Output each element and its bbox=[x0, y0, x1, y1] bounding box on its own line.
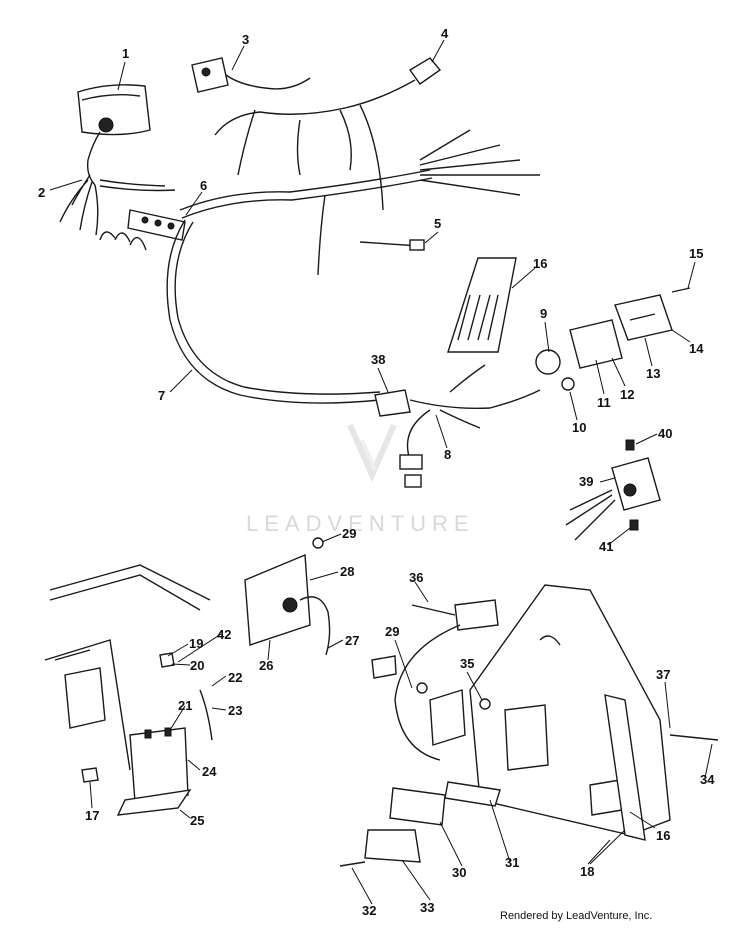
callout-7: 7 bbox=[158, 388, 165, 403]
callout-labels: 1 2 3 4 5 6 7 8 9 10 11 12 13 14 15 16 1… bbox=[38, 26, 715, 918]
callout-3: 3 bbox=[242, 32, 249, 47]
battery-frame-part bbox=[44, 564, 213, 816]
wiring-pigtail-part bbox=[59, 174, 176, 236]
regulator-bracket-part bbox=[244, 537, 331, 656]
callout-5: 5 bbox=[434, 216, 441, 231]
callout-10: 10 bbox=[572, 420, 586, 435]
callout-31: 31 bbox=[505, 855, 519, 870]
callout-4: 4 bbox=[441, 26, 449, 41]
switch-part bbox=[191, 57, 311, 93]
callout-11: 11 bbox=[597, 395, 611, 410]
callout-13: 13 bbox=[646, 366, 660, 381]
callout-22: 22 bbox=[228, 670, 242, 685]
callout-33: 33 bbox=[420, 900, 434, 915]
headlight-part bbox=[77, 84, 151, 186]
callout-37: 37 bbox=[656, 667, 670, 682]
callout-23: 23 bbox=[228, 703, 242, 718]
callout-42: 42 bbox=[217, 627, 231, 642]
callout-26: 26 bbox=[259, 658, 273, 673]
callout-8: 8 bbox=[444, 447, 451, 462]
callout-16-bottom: 16 bbox=[656, 828, 670, 843]
callout-30: 30 bbox=[452, 865, 466, 880]
callout-2: 2 bbox=[38, 185, 45, 200]
callout-36: 36 bbox=[409, 570, 423, 585]
upper-harness-part bbox=[214, 57, 540, 211]
solenoid-part bbox=[565, 439, 661, 541]
main-harness-part bbox=[166, 169, 433, 404]
callout-18: 18 bbox=[580, 864, 594, 879]
callout-35: 35 bbox=[460, 656, 474, 671]
callout-29-top: 29 bbox=[342, 526, 356, 541]
watermark-text: LEADVENTURE bbox=[246, 511, 475, 536]
callout-24: 24 bbox=[202, 764, 217, 779]
callout-38: 38 bbox=[371, 352, 385, 367]
callout-19: 19 bbox=[189, 636, 203, 651]
small-lead-part bbox=[359, 239, 425, 251]
watermark-logo bbox=[347, 423, 397, 483]
callout-25: 25 bbox=[190, 813, 204, 828]
callout-32: 32 bbox=[362, 903, 376, 918]
callout-34: 34 bbox=[700, 772, 715, 787]
callout-16-top: 16 bbox=[533, 256, 547, 271]
callout-6: 6 bbox=[200, 178, 207, 193]
callout-1: 1 bbox=[122, 46, 129, 61]
lower-harness-part bbox=[374, 364, 541, 488]
callout-41: 41 bbox=[599, 539, 613, 554]
callout-12: 12 bbox=[620, 387, 634, 402]
callout-9: 9 bbox=[540, 306, 547, 321]
terminal-block-part bbox=[99, 209, 186, 251]
callout-15: 15 bbox=[689, 246, 703, 261]
light-assembly-part bbox=[535, 287, 691, 391]
callout-21: 21 bbox=[178, 698, 192, 713]
callout-29-bottom: 29 bbox=[385, 624, 399, 639]
callout-39: 39 bbox=[579, 474, 593, 489]
main-panel-part bbox=[339, 584, 719, 867]
leader-lines bbox=[49, 39, 713, 905]
decal-panel-part bbox=[447, 257, 517, 353]
callout-27: 27 bbox=[345, 633, 359, 648]
callout-40: 40 bbox=[658, 426, 672, 441]
callout-14: 14 bbox=[689, 341, 704, 356]
callout-28: 28 bbox=[340, 564, 354, 579]
callout-17: 17 bbox=[85, 808, 99, 823]
callout-20: 20 bbox=[190, 658, 204, 673]
render-credit: Rendered by LeadVenture, Inc. bbox=[500, 910, 653, 922]
